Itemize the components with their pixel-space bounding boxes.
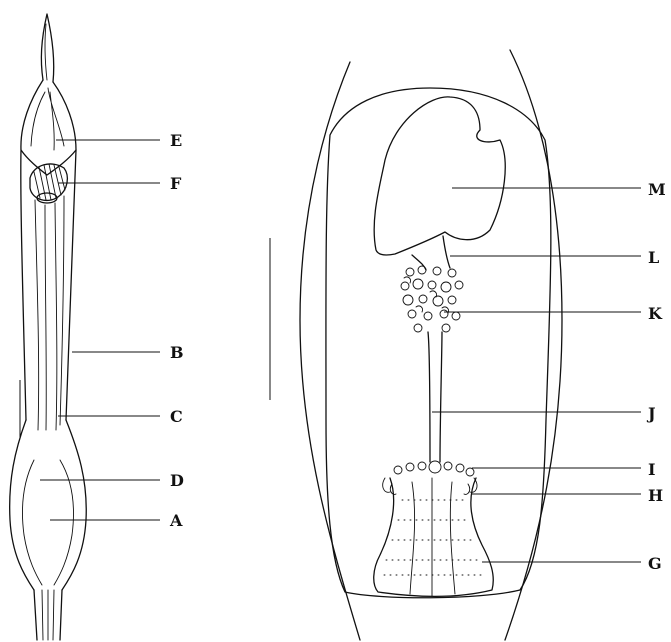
- label-j: J: [646, 404, 656, 423]
- label-h: H: [648, 486, 663, 505]
- structure-m: [374, 97, 505, 255]
- right-specimen-drawing: [300, 50, 562, 640]
- label-k: K: [648, 304, 663, 323]
- label-b: B: [170, 343, 184, 362]
- structure-g-base: [374, 478, 494, 596]
- label-g: G: [648, 554, 662, 573]
- label-f: F: [170, 174, 182, 193]
- structure-k-cluster: [401, 266, 463, 332]
- label-c: C: [170, 407, 183, 426]
- label-e: E: [170, 131, 182, 150]
- left-specimen-drawing: [10, 14, 87, 640]
- label-l: L: [648, 248, 659, 267]
- right-leader-lines: [432, 188, 641, 562]
- label-d: D: [170, 471, 184, 490]
- label-a: A: [169, 511, 183, 530]
- label-i: I: [648, 460, 655, 479]
- structure-i-h-crown: [383, 461, 477, 494]
- label-m: M: [648, 180, 666, 199]
